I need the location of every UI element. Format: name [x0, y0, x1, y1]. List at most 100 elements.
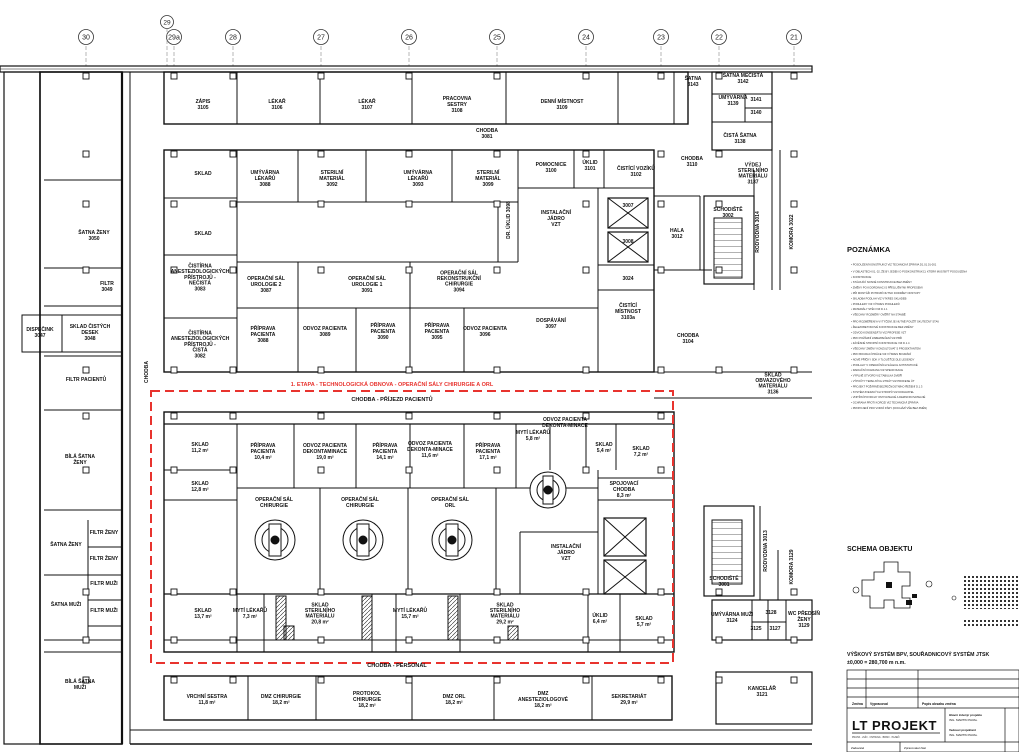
room-number: 5,7 m²	[637, 622, 652, 628]
room-name: ŠATNA ŽENY	[50, 540, 82, 548]
svg-text:22: 22	[715, 35, 723, 42]
column	[317, 676, 325, 684]
room-number: 18,2 m²	[445, 700, 463, 706]
column	[82, 150, 90, 158]
column	[317, 72, 325, 80]
note-line: • V OBLASTECH 01, 02, ŽE BY JEDEN O PODK…	[851, 268, 967, 273]
room-number: 3094	[453, 288, 464, 294]
room-name: FILTR PACIENTŮ	[66, 375, 107, 383]
room-number: 3109	[556, 105, 567, 111]
column	[170, 412, 178, 420]
room-number: 3105	[197, 105, 208, 111]
column	[493, 466, 501, 474]
titleblock-r1: Hlavní inženýr projektu	[949, 713, 982, 717]
axis-bubble-29: 29	[160, 15, 174, 66]
note-line: • PRO POŽÁRNÍ ZABEZPEČENÍ VIZ PBŘ	[851, 335, 902, 340]
room-name: 3125	[750, 626, 761, 632]
room-number: 11,6 m²	[422, 453, 439, 459]
notes-panel: POZNÁMKA • POSOUZENÍ KONSTRUKCÍ VIZ TECH…	[847, 245, 967, 410]
note-line: • NOVÉ PŘÍČKY SDK V TLOUŠŤCE DLE LEGENDY	[851, 356, 915, 361]
schema-title: SCHEMA OBJEKTU	[847, 546, 912, 553]
room-number: 3142	[737, 79, 748, 85]
column	[170, 588, 178, 596]
room-name: 3008	[622, 239, 633, 245]
titleblock-f1: Zadavatel	[851, 746, 865, 750]
room-number: 29,9 m²	[620, 700, 638, 706]
room-label: 3128	[765, 610, 776, 616]
column	[493, 412, 501, 420]
column	[82, 266, 90, 274]
column	[582, 72, 590, 80]
room-name: 3024	[622, 276, 633, 282]
column	[715, 676, 723, 684]
room-number: 3101	[584, 166, 595, 172]
note-line: • PŘI MONTÁŽI POTRUBÍ NUTNO DODRŽET ODST…	[851, 290, 921, 295]
column	[657, 466, 665, 474]
column	[657, 636, 665, 644]
room-number: 17,1 m²	[479, 455, 497, 461]
room-name: DISPEČINK	[26, 326, 54, 333]
column	[229, 412, 237, 420]
column	[582, 588, 590, 596]
column	[582, 466, 590, 474]
room-number: 14,1 m²	[376, 455, 394, 461]
column	[657, 588, 665, 596]
room-number: 11,8 m²	[199, 700, 216, 706]
note-line: • PROPOJENÍ PRO VODNÍ PÁRY (DOCHÁZÍ VŠE …	[851, 405, 927, 410]
note-line: • POSOUZENÍ KONSTRUKCÍ VIZ TECHNICKÁ ZPR…	[851, 262, 937, 266]
column	[790, 636, 798, 644]
room-number: 18,2 m²	[358, 703, 376, 709]
room-number: 3001	[718, 582, 729, 588]
column	[493, 200, 501, 208]
room-name: SKLAD	[194, 171, 212, 177]
room-name: 3007	[622, 203, 633, 209]
room-label: SKLAD	[194, 171, 212, 177]
column	[582, 636, 590, 644]
room-name: ČISTÁ ŠATNA	[723, 131, 757, 139]
note-line: • ŽELEZOBETONOVÉ KONSTRUKCE BEZ ZMĚNY	[851, 324, 914, 329]
room-name: ÚKLID	[582, 159, 598, 166]
note-line: • PODLAHY V OPERAČNÍCH SÁLECH ANTISTATIC…	[851, 362, 918, 367]
room-name: SKLAD	[194, 608, 212, 614]
svg-text:25: 25	[493, 35, 501, 42]
room-name: 3141	[750, 97, 761, 103]
note-line: • KONSTRUKCE	[851, 275, 872, 279]
titleblock-f2: Zpracovatel část	[904, 746, 926, 750]
room-name: ODVOZ PACIENTA	[303, 326, 347, 332]
svg-text:26: 26	[405, 35, 413, 42]
room-number: 3099	[482, 182, 493, 188]
column	[317, 588, 325, 596]
note-line: • VŠECHNY ROZMĚRY OVĚŘIT NA STAVBĚ	[851, 312, 906, 317]
column	[229, 466, 237, 474]
room-name: CHODBA	[681, 156, 703, 162]
svg-text:LT PROJEKT: LT PROJEKT	[852, 718, 937, 733]
column	[790, 676, 798, 684]
column	[229, 150, 237, 158]
room-name: SKLAD	[194, 231, 212, 237]
room-label: 3125	[750, 626, 761, 632]
